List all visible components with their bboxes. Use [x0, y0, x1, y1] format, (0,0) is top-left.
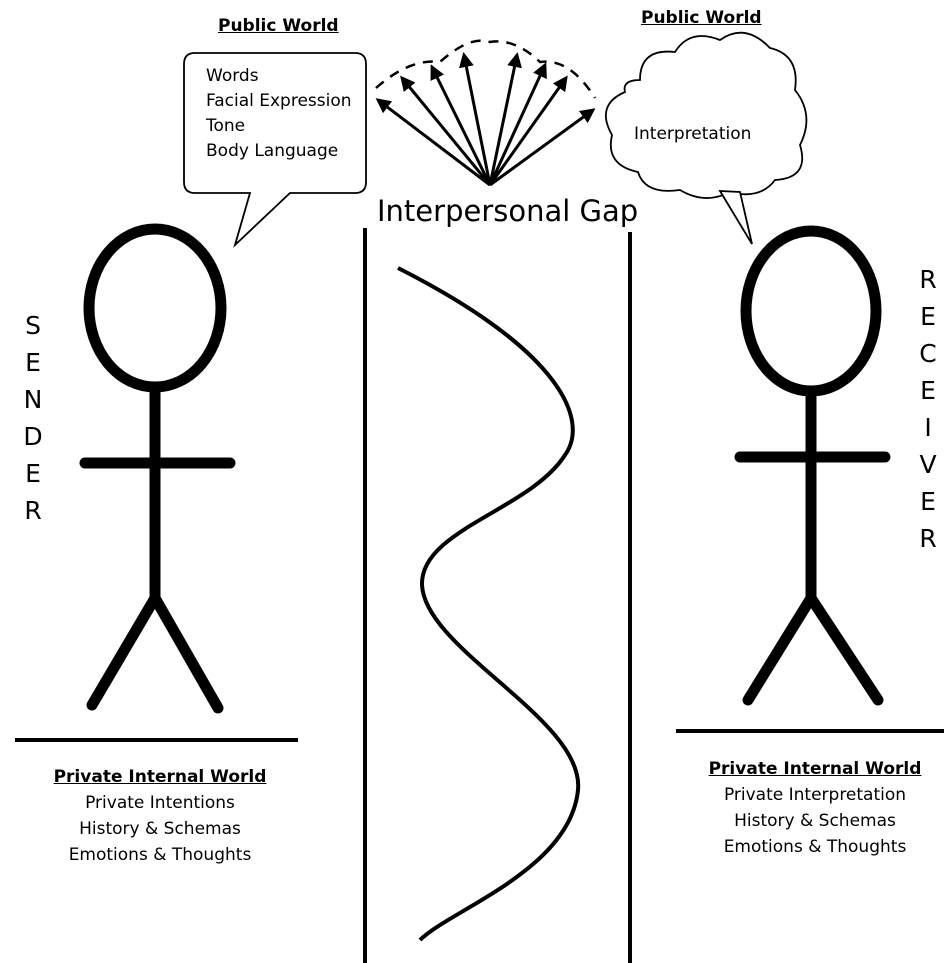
fan-arrow: [375, 98, 491, 187]
receiver-letter: R: [919, 524, 937, 553]
sender-letter: R: [24, 496, 42, 525]
sender-right-leg: [149, 592, 224, 714]
arrow-fan: [375, 52, 596, 187]
receiver-letter: V: [919, 450, 937, 479]
receiver-thought-cloud: [604, 31, 808, 199]
receiver-private-heading: Private Internal World: [708, 759, 922, 779]
sender-head: [83, 223, 227, 393]
receiver-interpretation-text: Interpretation: [634, 124, 752, 144]
sender-vertical-label: S E N D E R: [18, 307, 48, 529]
sender-private-heading: Private Internal World: [53, 767, 267, 787]
fan-arrow: [488, 52, 522, 186]
interpersonal-gap-label: Interpersonal Gap: [377, 194, 639, 228]
receiver-letter: C: [919, 339, 937, 368]
sender-speech-bubble: [183, 52, 367, 248]
receiver-private-section: Private Internal World Private Interpret…: [690, 756, 940, 860]
private-item: History & Schemas: [79, 819, 241, 839]
expression-item: Tone: [206, 116, 246, 136]
receiver-letter: E: [920, 487, 936, 516]
fan-arrow: [458, 52, 492, 186]
sender-letter: E: [25, 348, 41, 377]
arrow-arc-dashed: [375, 39, 597, 99]
private-item: History & Schemas: [734, 811, 896, 831]
sender-letter: E: [25, 459, 41, 488]
fan-arrow: [488, 62, 547, 186]
fan-arrow: [430, 64, 492, 186]
receiver-public-heading: Public World: [641, 8, 762, 28]
expression-item: Words: [206, 66, 259, 86]
receiver-left-leg: [742, 592, 817, 706]
receiver-thought-cloud-tail: [718, 190, 753, 245]
receiver-vertical-label: R E C E I V E R: [913, 261, 943, 557]
sender-letter: S: [25, 311, 41, 340]
receiver-head: [740, 225, 882, 397]
fan-arrow: [489, 108, 596, 187]
sender-letter: N: [23, 385, 43, 414]
gap-wave: [397, 266, 581, 942]
private-item: Emotions & Thoughts: [723, 837, 907, 857]
sender-letter: D: [23, 422, 43, 451]
private-item: Private Intentions: [85, 793, 235, 813]
fan-arrow: [488, 75, 568, 186]
sender-private-section: Private Internal World Private Intention…: [40, 764, 280, 868]
receiver-letter: E: [920, 376, 936, 405]
receiver-right-leg: [805, 592, 884, 706]
fan-arrow: [400, 75, 492, 186]
receiver-letter: I: [924, 413, 932, 442]
receiver-stick-figure: [734, 225, 891, 706]
receiver-letter: R: [919, 265, 937, 294]
receiver-letter: E: [920, 302, 936, 331]
expression-item: Facial Expression: [206, 91, 352, 111]
private-item: Emotions & Thoughts: [68, 845, 252, 865]
sender-stick-figure: [79, 223, 236, 714]
sender-public-heading: Public World: [218, 16, 339, 36]
expression-item: Body Language: [206, 141, 339, 161]
sender-left-leg: [86, 592, 161, 711]
private-item: Private Interpretation: [723, 785, 907, 805]
sender-expression-list: Words Facial Expression Tone Body Langua…: [206, 64, 352, 164]
